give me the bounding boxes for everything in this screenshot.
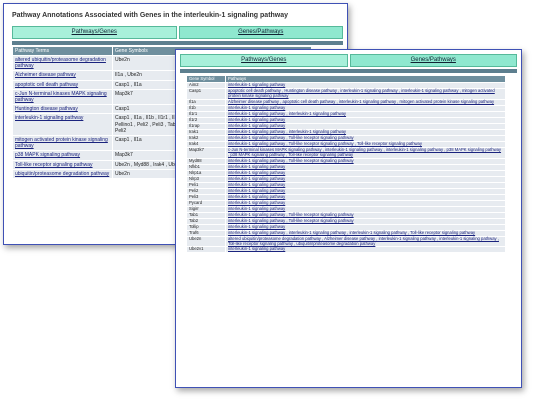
pathway-link[interactable]: interleukin-1 signaling pathway [228,246,286,252]
pathway-term-link[interactable]: ubiquitin/proteasome degradation pathway [15,170,110,177]
pathway-term-link[interactable]: Toll-like receptor signaling pathway [15,161,93,168]
pathway-link[interactable]: apoptotic cell death pathway , Huntingto… [228,88,495,98]
pathway-link[interactable]: interleukin-1 signaling pathway , Toll-l… [228,157,354,163]
page-title: Pathway Annotations Associated with Gene… [12,12,289,19]
pathway-term-cell: Alzheimer disease pathway [12,70,113,81]
pathway-link[interactable]: interleukin-1 signaling pathway [228,82,286,87]
pathway-term-cell: interleukin-1 signaling pathway [12,113,113,137]
pathway-link[interactable]: interleukin-1 signaling pathway , Toll-l… [228,140,422,146]
pathways-cell: interleukin-1 signaling pathway [225,82,506,89]
pathway-link[interactable]: interleukin-1 signaling pathway [228,122,286,128]
pathway-term-link[interactable]: apoptotic cell death pathway [15,81,79,88]
pathway-term-link[interactable]: p38 MAPK signaling pathway [15,152,81,159]
pathway-term-cell: altered ubiquitin/proteasome degradation… [12,54,113,72]
pathway-term-cell: ubiquitin/proteasome degradation pathway [12,168,113,180]
pathway-term-link[interactable]: Alzheimer disease pathway [15,72,76,79]
tab-genes-pathways[interactable]: Genes/Pathways [178,26,343,39]
pathways-cell: interleukin-1 signaling pathway , interl… [225,229,506,237]
pathway-link[interactable]: interleukin-1 signaling pathway [228,181,286,187]
pathway-link[interactable]: interleukin-1 signaling pathway , interl… [228,110,347,116]
tab-genes-pathways[interactable]: Genes/Pathways [349,54,517,67]
pathway-link[interactable]: interleukin-1 signaling pathway [228,223,286,229]
pathway-link[interactable]: interleukin-1 signaling pathway [228,116,286,122]
pathways-cell: c-Jun N-terminal kinases MAPK signaling … [225,146,506,159]
pathway-term-link[interactable]: mitogen activated protein kinase signali… [15,137,108,150]
pathway-link[interactable]: interleukin-1 signaling pathway [228,163,286,169]
pathway-link[interactable]: interleukin-1 signaling pathway , Toll-l… [228,134,354,140]
pathway-link[interactable]: interleukin-1 signaling pathway [228,193,286,199]
pathway-link[interactable]: interleukin-1 signaling pathway , Toll-l… [228,217,354,223]
pathway-term-link[interactable]: altered ubiquitin/proteasome degradation… [15,57,106,70]
pathway-link[interactable]: interleukin-1 signaling pathway [228,187,286,193]
pathways-cell: altered ubiquitin/proteasome degradation… [225,235,506,248]
pathway-term-link[interactable]: c-Jun N-terminal kinases MAPK signaling … [15,90,107,104]
pathway-term-link[interactable]: interleukin-1 signaling pathway [15,115,84,122]
pathways-cell: interleukin-1 signaling pathway [225,246,506,254]
pathway-link[interactable]: c-Jun N-terminal kinases MAPK signaling … [228,146,502,157]
pathways-cell: interleukin-1 signaling pathway , Toll-l… [225,140,506,148]
pathway-term-cell: c-Jun N-terminal kinases MAPK signaling … [12,88,113,106]
table-divider [12,41,343,45]
pathway-link[interactable]: interleukin-1 signaling pathway [228,175,286,181]
pathway-link[interactable]: interleukin-1 signaling pathway , Toll-l… [228,211,354,217]
pathway-link[interactable]: interleukin-1 signaling pathway , interl… [228,229,476,235]
pathway-term-cell: mitogen activated protein kinase signali… [12,135,113,152]
pathway-term-link[interactable]: Huntington disease pathway [15,106,78,113]
pathway-link[interactable]: altered ubiquitin/proteasome degradation… [228,235,499,246]
gene-symbol-cell: Casp1 [186,88,226,100]
pathway-term-cell: Huntington disease pathway [12,104,113,115]
table-divider [180,69,517,73]
tab-pathways-genes[interactable]: Pathways/Genes [12,26,177,39]
pathway-term-cell: apoptotic cell death pathway [12,79,113,90]
column-header-pathway-terms: Pathway Terms [12,46,113,56]
pathway-link[interactable]: interleukin-1 signaling pathway [228,199,286,205]
pathway-link[interactable]: interleukin-1 signaling pathway [228,205,286,211]
pathways-cell: apoptotic cell death pathway , Huntingto… [225,88,506,100]
pathway-term-cell: p38 MAPK signaling pathway [12,150,113,161]
pathway-link[interactable]: interleukin-1 signaling pathway , interl… [228,128,347,134]
tab-bar: Pathways/Genes Genes/Pathways [180,54,517,67]
pathway-link[interactable]: interleukin-1 signaling pathway [228,104,286,110]
gene-symbol-cell: Map3k7 [186,146,226,159]
tab-bar: Pathways/Genes Genes/Pathways [12,26,343,39]
pathway-link[interactable]: interleukin-1 signaling pathway [228,169,286,175]
pathway-term-cell: Toll-like receptor signaling pathway [12,159,113,170]
genes-pathways-window: Pathways/Genes Genes/Pathways Gene Symbo… [175,49,522,388]
gene-symbol-cell: Ube2v1 [186,246,226,254]
tab-pathways-genes[interactable]: Pathways/Genes [180,54,348,67]
gene-symbol-cell: Ube2n [186,235,226,248]
pathway-link[interactable]: Alzheimer disease pathway , apoptotic ce… [228,98,495,104]
